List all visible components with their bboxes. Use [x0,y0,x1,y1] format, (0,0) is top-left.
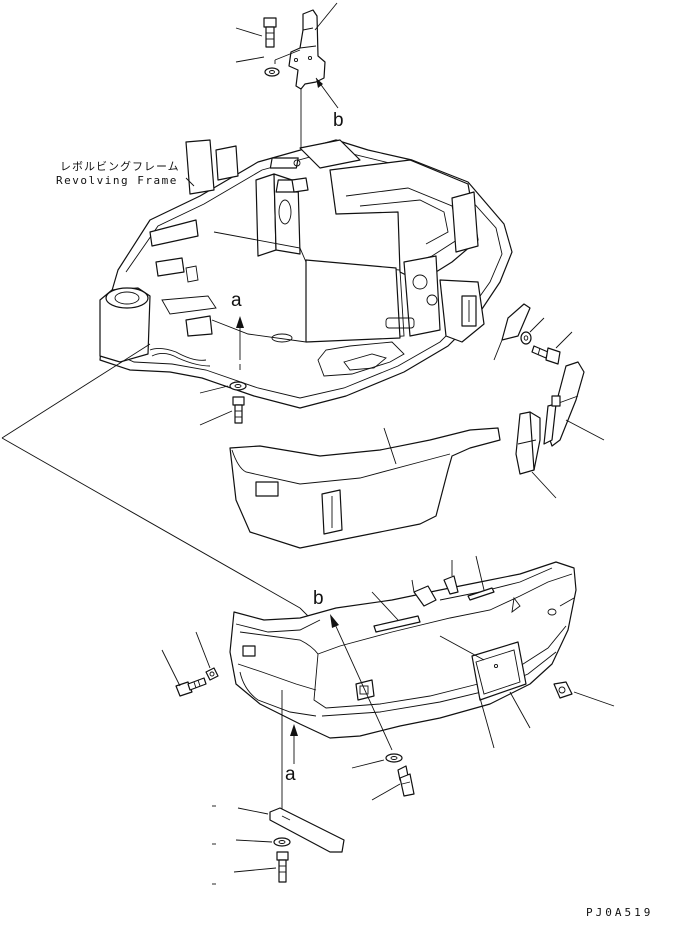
lower-left-bolt [161,631,219,697]
right-parts [493,303,605,499]
drawing-code: PJ0A519 [586,906,654,919]
frame-label-en: Revolving Frame [56,174,178,187]
top-bracket [288,9,326,90]
top-washer [264,67,280,77]
counterweight-upper [229,427,501,549]
frame-label-jp: レボルビングフレーム [60,160,180,173]
label-b-bottom: b [313,588,324,609]
bottom-plate-group [212,805,345,885]
frame-arrow-a [236,316,244,370]
frame-label-leader [185,177,195,187]
counterweight-lower [229,561,577,739]
revolving-frame [99,139,513,409]
label-a-frame: a [231,290,242,311]
frame-bolt [199,381,247,426]
label-b-top: b [333,110,344,131]
decal-parts [371,555,495,661]
bottom-arrow-b [330,614,393,751]
lower-right-bolt [351,753,415,801]
top-bolt [263,17,277,48]
label-a-bottom: a [285,764,296,785]
bottom-arrow-a [281,690,298,820]
lower-right-leaders [479,681,615,749]
